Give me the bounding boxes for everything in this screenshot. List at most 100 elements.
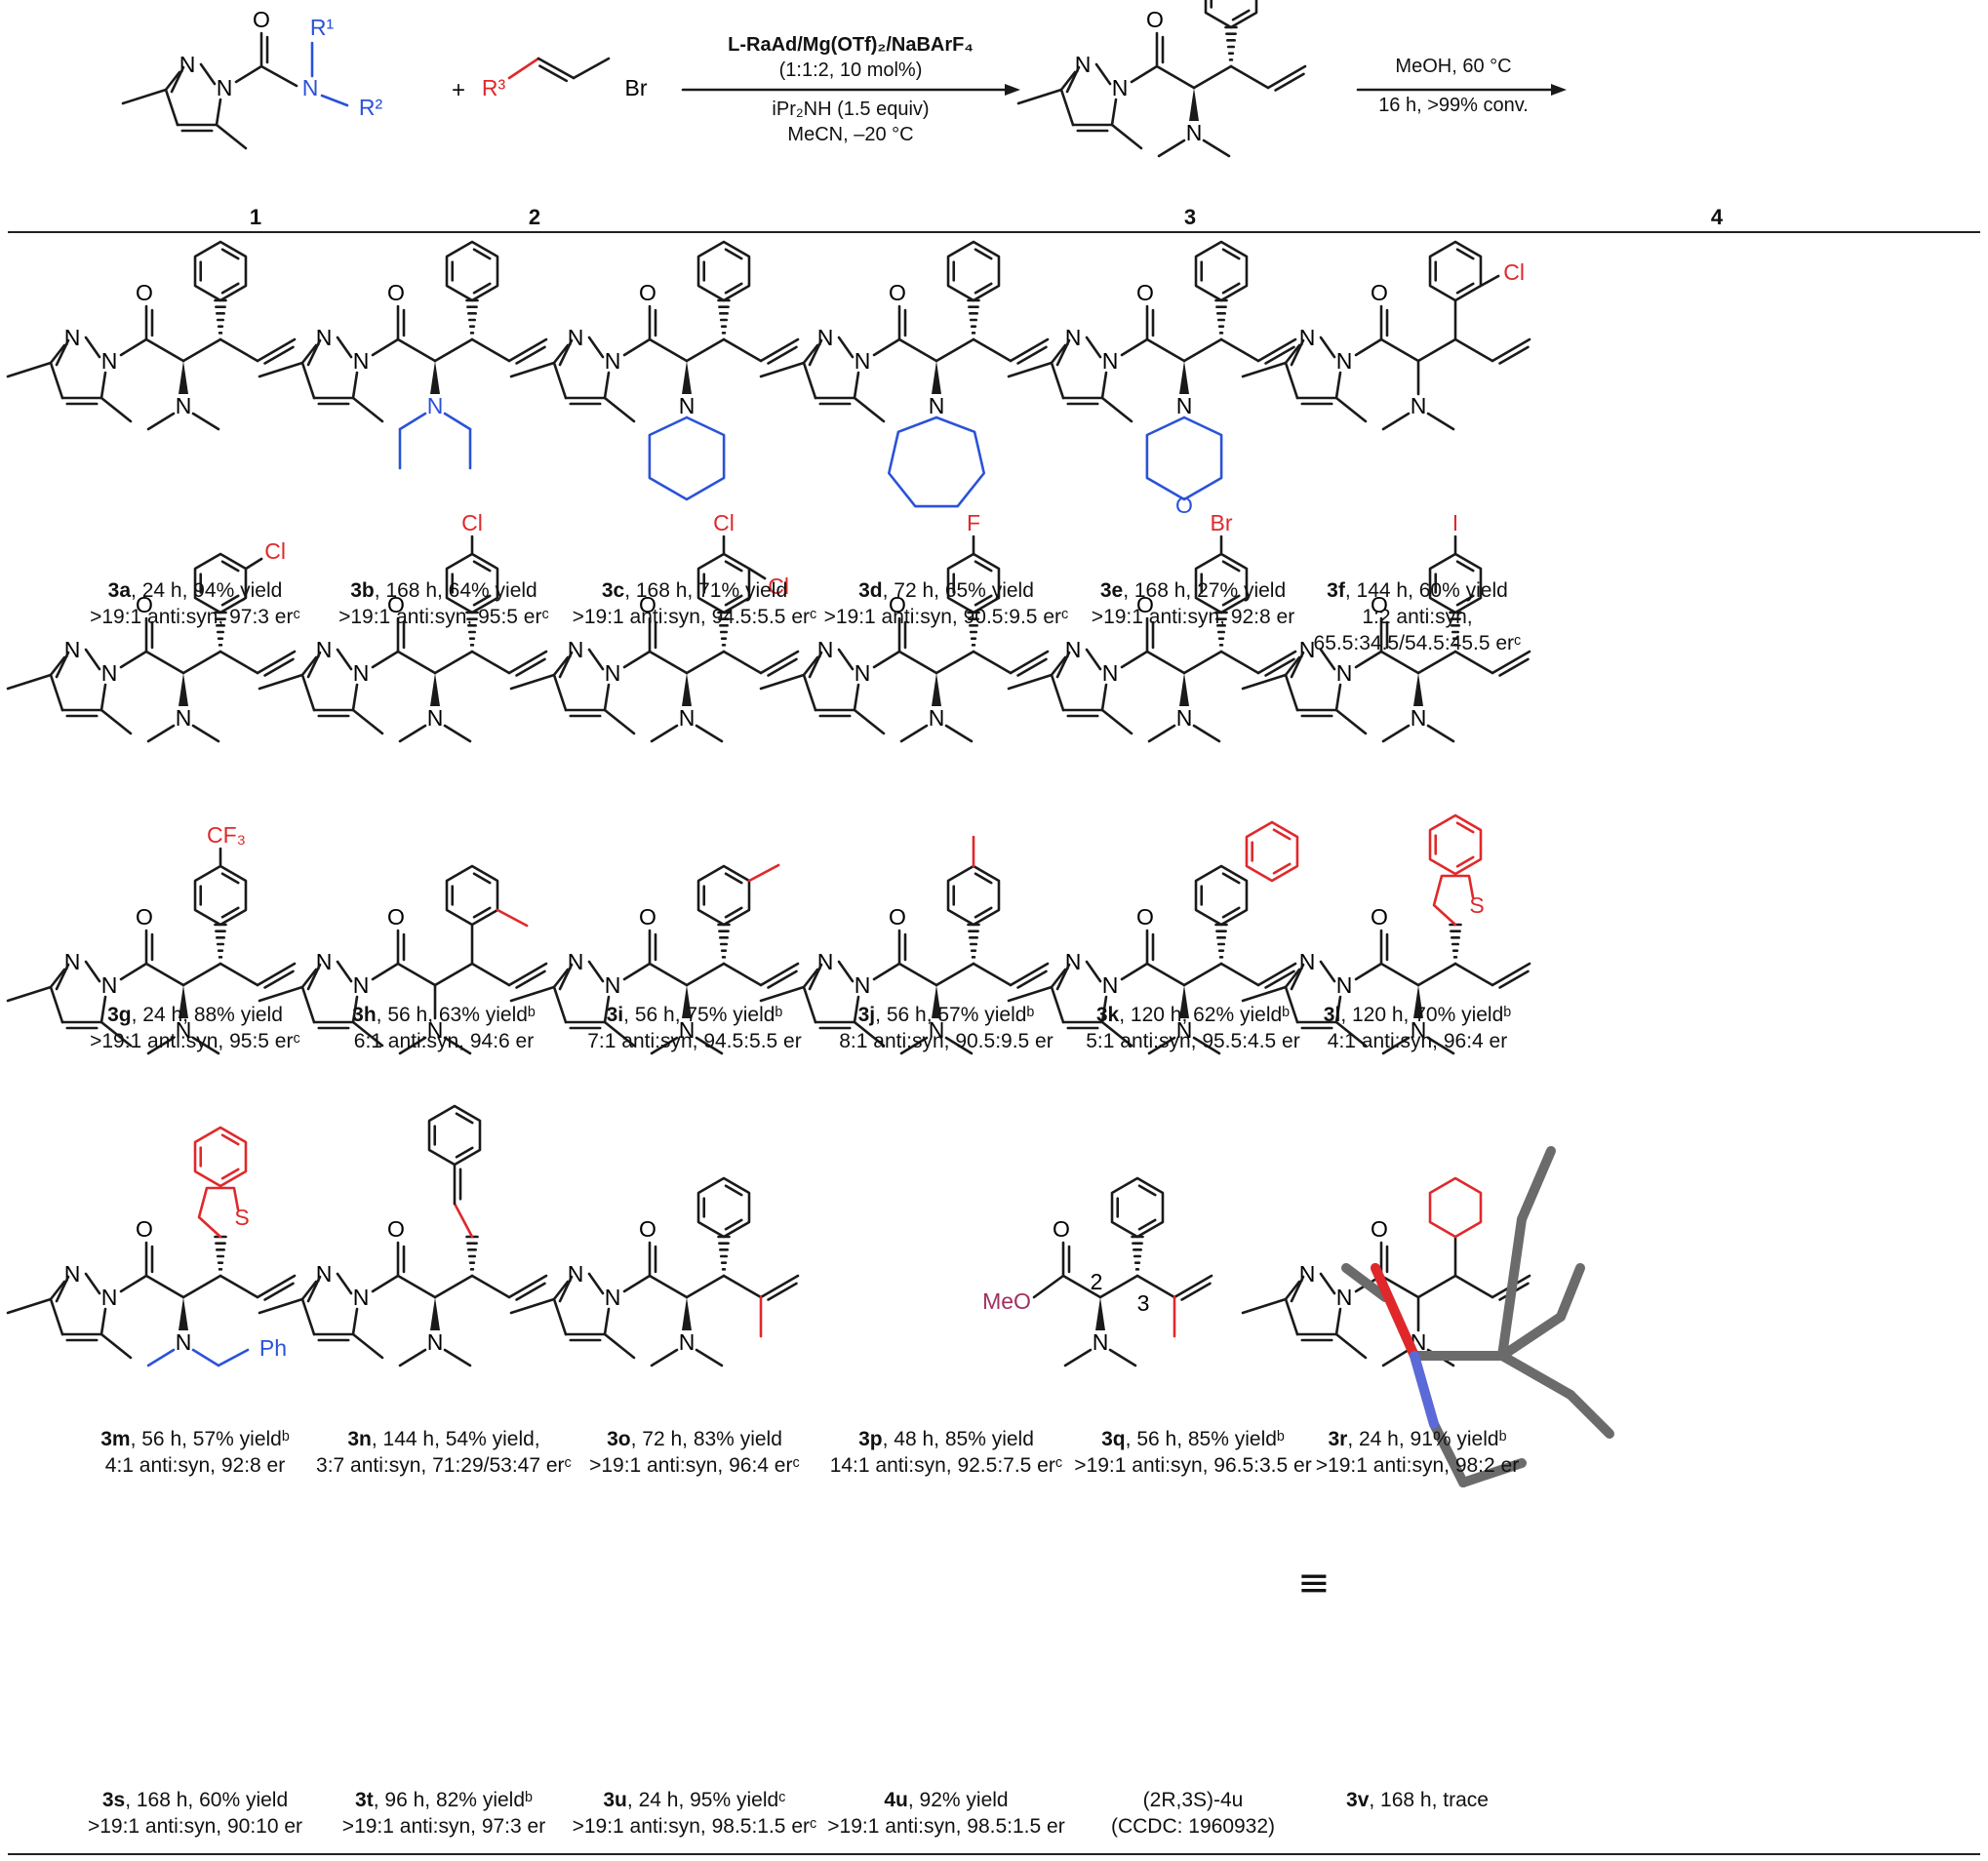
- caption-conditions: , 168 h, 27% yield: [1123, 579, 1287, 602]
- pyrazole-N1: N: [605, 972, 621, 998]
- bond-189: [371, 962, 400, 981]
- aryl-ring: [696, 1176, 751, 1239]
- bond-142: [1085, 648, 1102, 671]
- beta-hashed: [967, 923, 980, 959]
- bond-118: [622, 650, 652, 669]
- bond-331: [320, 94, 349, 107]
- bond-312: [1061, 1274, 1102, 1299]
- ring-double-bond: [974, 906, 993, 919]
- bond-161: [1354, 650, 1383, 669]
- bond-170: [84, 960, 101, 983]
- amine-sub-right: [1192, 724, 1221, 743]
- vinyl-bond: [263, 345, 295, 365]
- pyrazole-N2: N: [1299, 637, 1316, 662]
- bond-295: [1290, 1275, 1305, 1303]
- bond-178: [144, 962, 185, 987]
- bond-25: [470, 337, 511, 363]
- ring-double-bond: [472, 594, 492, 607]
- alpha-wedge: [1095, 1297, 1105, 1330]
- bond-95: [219, 650, 259, 675]
- bond-230: [1120, 962, 1149, 981]
- arrow-1-head: [1005, 84, 1020, 96]
- methyl-5: [603, 396, 636, 423]
- caption-conditions: , 72 h, 65% yield: [882, 579, 1034, 602]
- pyrazole-N1: N: [217, 75, 233, 100]
- bond-209: [722, 962, 763, 987]
- pyrazole-N2: N: [817, 949, 834, 974]
- bond-155: [1290, 651, 1305, 679]
- pyrazole-N1: N: [101, 972, 118, 998]
- caption-3u: 3u, 24 h, 95% yieldᶜ>19:1 anti:syn, 98.5…: [573, 1787, 817, 1840]
- alpha-wedge: [179, 985, 188, 1018]
- bond-113: [587, 648, 605, 671]
- caption-conditions: , 48 h, 85% yield: [882, 1428, 1034, 1450]
- bond-174: [99, 995, 107, 1024]
- bond-348: [1229, 64, 1270, 90]
- bond-326: [234, 64, 263, 84]
- vinyl-bond: [759, 650, 800, 675]
- beta-hashed: [465, 298, 479, 335]
- bond-343: [1130, 64, 1159, 84]
- bond-13: [300, 343, 318, 365]
- aryl-ring: [1194, 552, 1249, 614]
- caption-conditions: , 96 h, 82% yieldᵇ: [373, 1789, 533, 1811]
- vinyl-bond: [1498, 657, 1530, 677]
- ring-double-bond: [1221, 906, 1241, 919]
- methyl-3: [6, 1297, 53, 1315]
- bond-137: [934, 650, 975, 675]
- compound-id: 3a: [107, 579, 132, 602]
- xray-bond: [1497, 1214, 1527, 1361]
- caption-line1: 3i, 56 h, 75% yieldᵇ: [587, 1002, 801, 1028]
- amine-sub-left: [650, 724, 679, 743]
- caption-line1: 3q, 56 h, 85% yieldᵇ: [1074, 1426, 1311, 1452]
- bond-84: [55, 651, 70, 679]
- vinyl-bond: [1016, 345, 1048, 365]
- bond-238: [1319, 960, 1336, 983]
- bond-140: [1050, 655, 1067, 677]
- morpholine-O: O: [1175, 493, 1193, 518]
- amine-sub-left: [398, 724, 427, 743]
- caption-3v: 3v, 168 h, trace: [1346, 1787, 1489, 1813]
- amine-sub-right: [191, 724, 220, 743]
- compound-id: 3j: [857, 1004, 876, 1026]
- alpha-wedge: [682, 985, 692, 1018]
- methyl-3: [509, 361, 556, 378]
- compound-id: 3i: [606, 1004, 624, 1026]
- amine-sub-right: [443, 1036, 472, 1055]
- pyrazole-N1: N: [101, 348, 118, 374]
- bond-107: [396, 650, 437, 675]
- ring-double-bond: [1221, 872, 1241, 885]
- caption-3g: 3g, 24 h, 88% yield>19:1 anti:syn, 95:5 …: [90, 1002, 300, 1054]
- amine-N: N: [176, 1329, 192, 1355]
- amine-sub-right: [443, 724, 472, 743]
- vinyl-bond: [515, 345, 546, 365]
- bond-56: [1085, 336, 1102, 359]
- amine-ring: [1145, 416, 1223, 501]
- amine-sub-right: [944, 1036, 974, 1055]
- caption-conditions: , 144 h, 54% yield,: [371, 1428, 540, 1450]
- carbonyl-O: O: [136, 1216, 153, 1242]
- bond-138: [972, 650, 1013, 675]
- alpha-wedge: [179, 361, 188, 394]
- pyrazole-N2: N: [1299, 949, 1316, 974]
- bond-19: [351, 371, 359, 400]
- stereo-label-3: 3: [1137, 1290, 1150, 1316]
- caption-conditions: , 24 h, 95% yieldᶜ: [626, 1789, 786, 1811]
- methyl-5: [603, 1332, 636, 1360]
- bond-321: [199, 62, 217, 86]
- bond-15: [336, 336, 353, 359]
- bond-125: [747, 567, 767, 580]
- amine-sub-left: [650, 1036, 679, 1055]
- vinyl-bond: [1264, 657, 1295, 677]
- pyrazole-N1: N: [855, 660, 871, 686]
- amine-N: N: [679, 393, 696, 418]
- bond-316: [1180, 1282, 1212, 1301]
- vinyl-bond: [1264, 345, 1295, 365]
- ring-double-bond: [974, 282, 993, 295]
- vinyl-bond: [759, 962, 800, 987]
- bond-117: [603, 683, 611, 712]
- bond-16: [300, 361, 316, 400]
- vinyl-bond: [507, 650, 548, 675]
- bond-260: [181, 1274, 222, 1299]
